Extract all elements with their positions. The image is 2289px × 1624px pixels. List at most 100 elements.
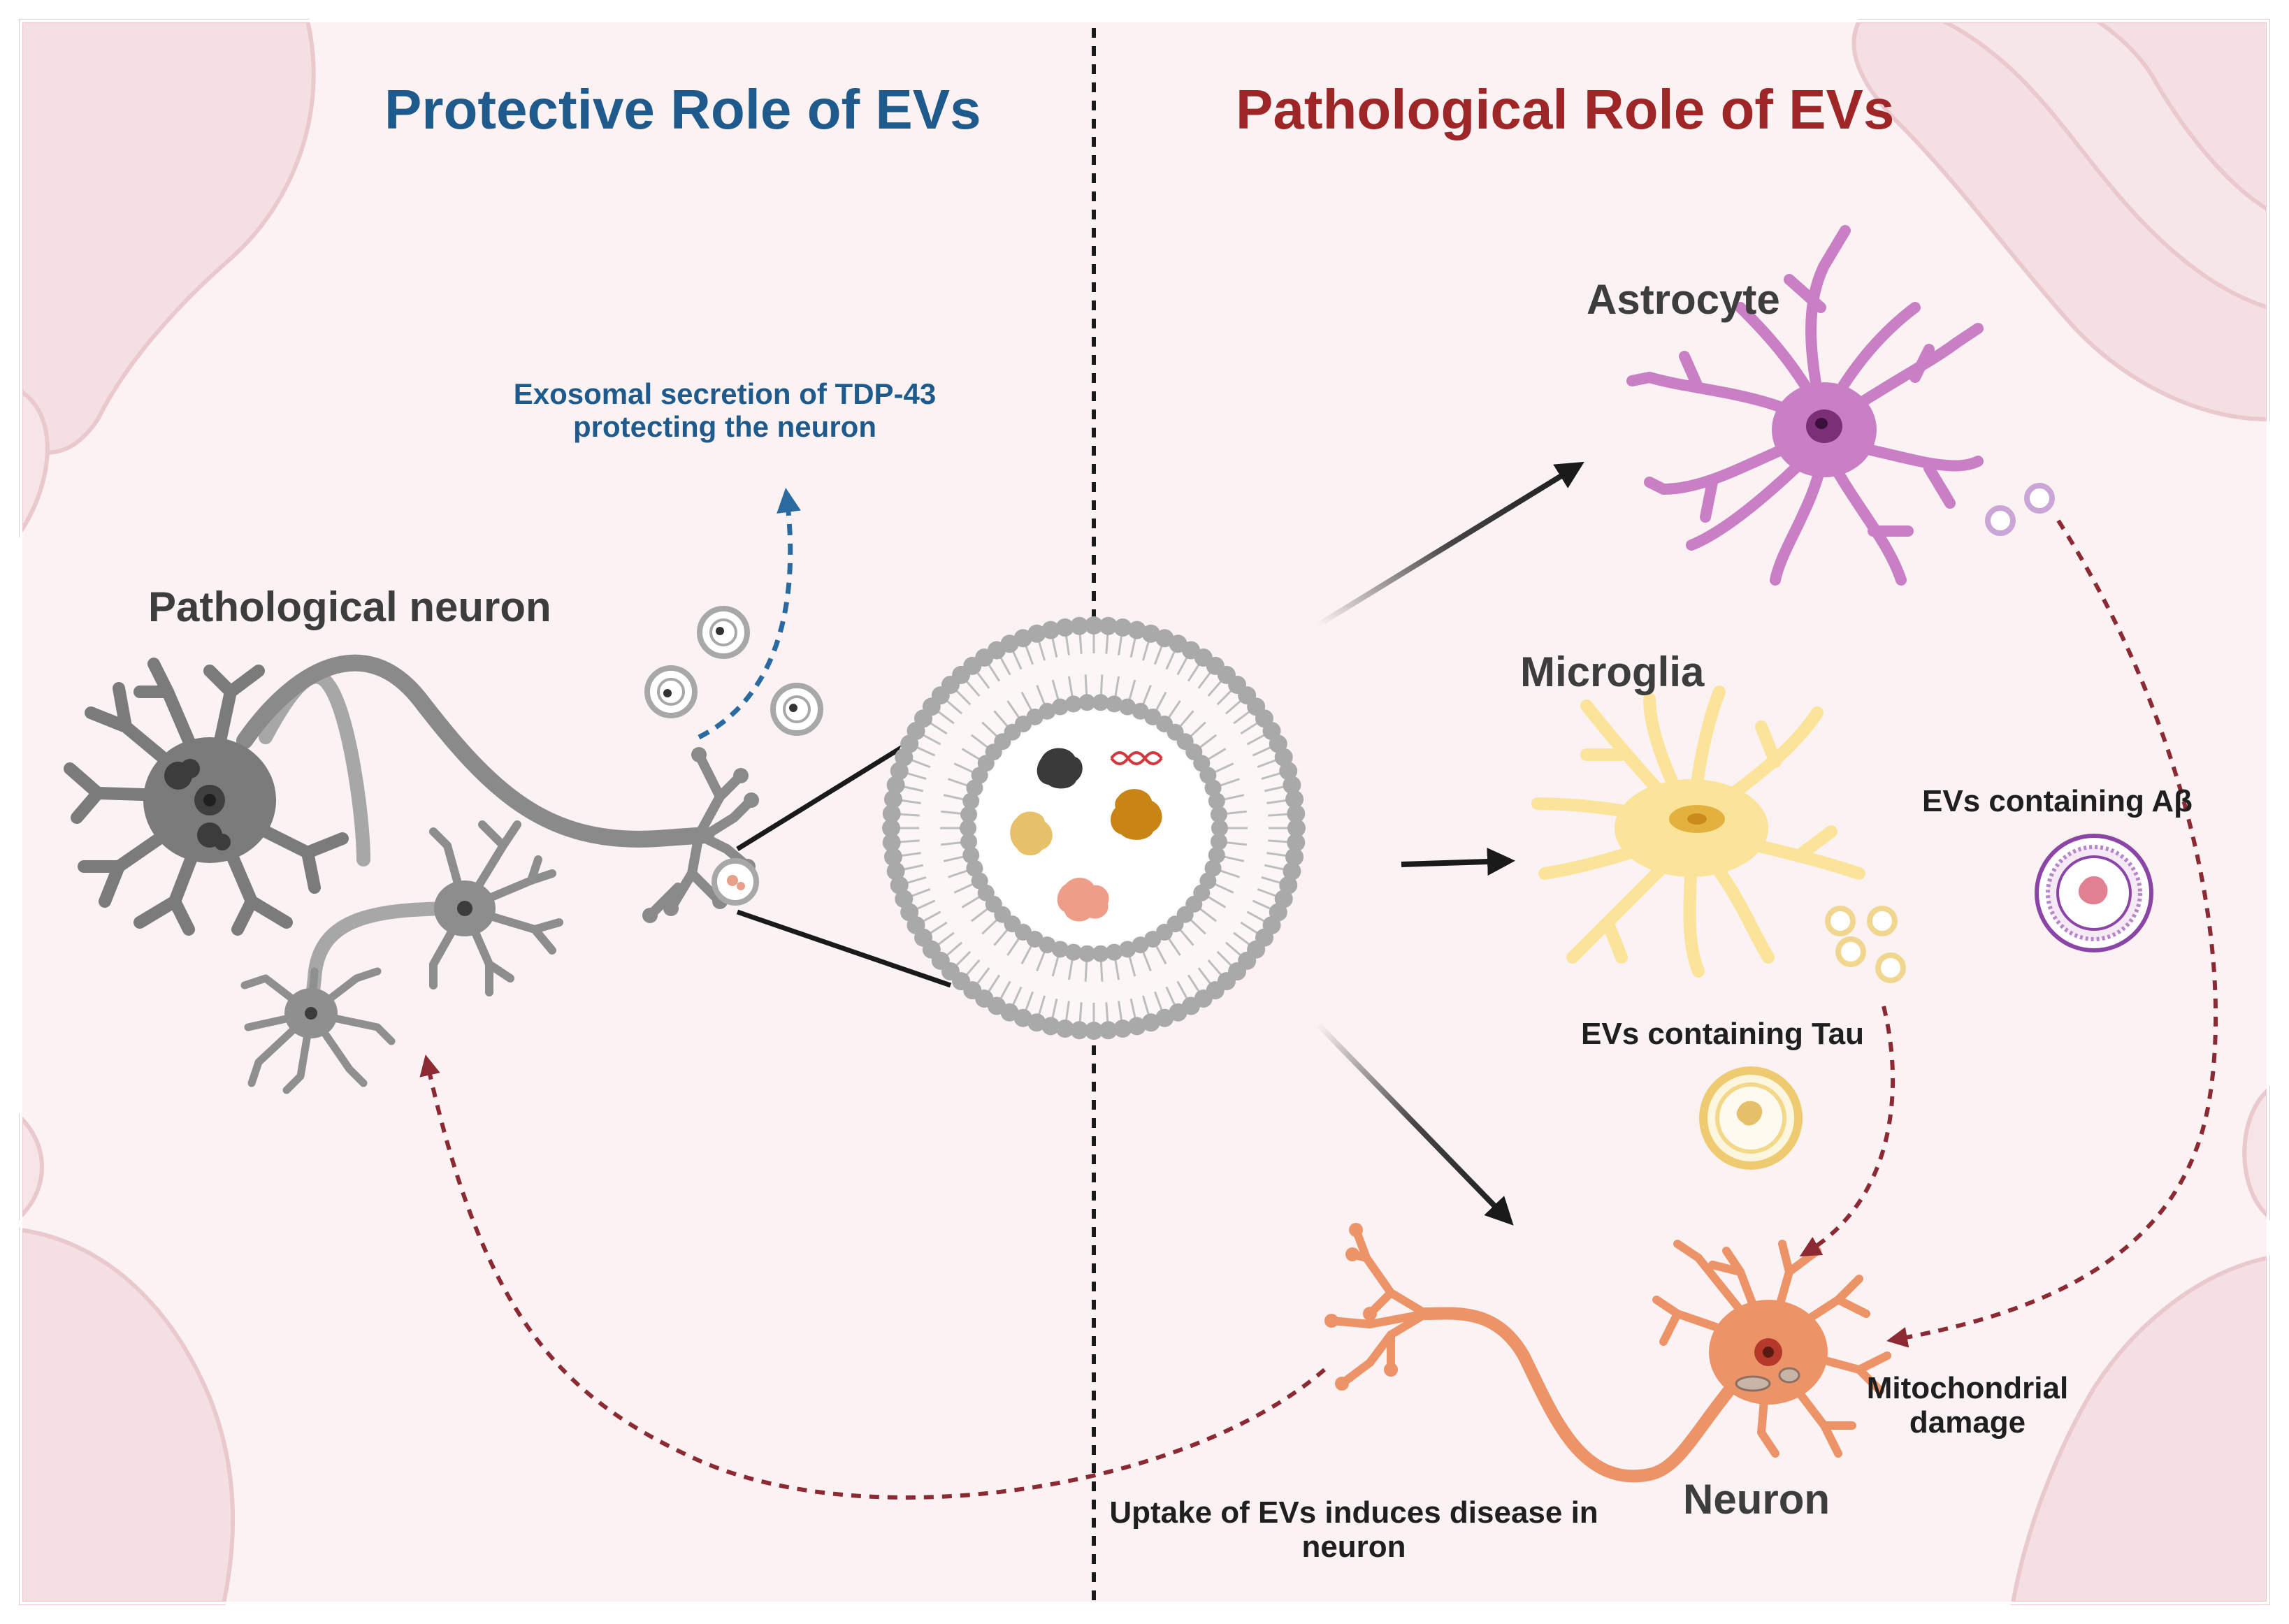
lipid-head (1287, 819, 1306, 837)
lipid-head (1013, 629, 1032, 648)
lipid-head (1204, 779, 1222, 797)
lipid-head (1092, 694, 1109, 711)
lipid-head (1210, 833, 1227, 850)
arrow-to-neuron (1315, 1022, 1514, 1226)
arrow-to-astrocyte (1315, 461, 1584, 628)
lipid-head (1119, 698, 1136, 716)
mito-line-1: Mitochondrial (1866, 1371, 2069, 1405)
lipid-head (882, 833, 901, 852)
abeta-uptake-arrow (1886, 519, 2218, 1348)
lipid-head (1078, 694, 1096, 711)
pathological-neuron-graphic (64, 654, 759, 1094)
lipid-head (1051, 941, 1069, 958)
lipid-head (1283, 862, 1301, 880)
zoom-line-top (736, 728, 931, 851)
lipid-head (971, 872, 988, 890)
lipid-head (1106, 943, 1123, 961)
lipid-head (1070, 616, 1089, 635)
lipid-head (1099, 1021, 1118, 1040)
uptake-label: Uptake of EVs induces disease in neuron (1109, 1495, 1598, 1565)
tissue-decoration (19, 19, 2270, 1605)
lipid-head (1113, 618, 1132, 637)
lipid-head (882, 819, 900, 837)
lipid-head (1127, 621, 1146, 639)
microglia-label: Microglia (1520, 648, 1705, 695)
lipid-head (1085, 1022, 1103, 1040)
lipid-head (966, 860, 983, 877)
lipid-head (882, 804, 901, 823)
lipid-head (1199, 767, 1217, 784)
lipid-head (1055, 1020, 1074, 1038)
lipid-head (1064, 695, 1082, 713)
abeta-ev (2035, 834, 2153, 952)
uptake-line-1: Uptake of EVs induces disease in (1109, 1495, 1598, 1530)
mitochondrial-damage-label: Mitochondrial damage (1867, 1371, 2068, 1440)
pathological-neuron-label: Pathological neuron (148, 583, 551, 630)
arrow-to-microglia (1401, 848, 1515, 876)
lipid-head (1287, 833, 1306, 852)
lipid-head (1211, 820, 1228, 836)
lipid-head (1285, 848, 1304, 867)
lipid-head (1283, 776, 1301, 795)
lipid-head (886, 862, 905, 880)
lipid-head (1274, 748, 1293, 767)
lipid-head (960, 833, 978, 850)
lipid-head (1204, 860, 1222, 877)
zoom-line-bottom (736, 909, 952, 988)
lipid-head (886, 776, 905, 795)
exosome-secretion-arrow (698, 488, 801, 740)
lipid-head (1027, 624, 1046, 643)
evs-abeta-label: EVs containing Aβ (1922, 784, 2193, 818)
lipid-head (1085, 616, 1103, 635)
lipid-head (1155, 1008, 1174, 1027)
lipid-head (1041, 1017, 1060, 1036)
neuron-graphic (1324, 1223, 1891, 1483)
astrocyte-evs (1985, 483, 2055, 536)
lipid-head (1119, 941, 1136, 958)
exosomal-line-2: protecting the neuron (572, 410, 876, 444)
uptake-line-2: neuron (1301, 1530, 1406, 1565)
protective-title: Protective Role of EVs (384, 78, 981, 140)
microglia-graphic (1531, 686, 1865, 978)
lipid-head (1064, 943, 1082, 961)
lipid-head (960, 820, 976, 836)
lipid-head (1287, 804, 1306, 823)
lipid-head (1127, 1017, 1146, 1036)
lipid-head (1279, 876, 1298, 894)
lipid-head (962, 846, 980, 864)
lipid-head (1070, 1021, 1089, 1040)
lipid-head (1210, 806, 1227, 823)
lipid-head (1027, 1013, 1046, 1032)
extracellular-vesicle (882, 616, 1306, 1040)
pathological-title: Pathological Role of EVs (1236, 78, 1895, 140)
microglia-evs (1825, 906, 1906, 983)
lipid-head (1208, 792, 1225, 810)
lipid-head (883, 790, 902, 809)
lipid-head (883, 848, 902, 867)
lipid-head (1039, 702, 1056, 720)
lipid-head (960, 806, 978, 823)
lipid-head (1285, 790, 1304, 809)
evs-tau-label: EVs containing Tau (1581, 1017, 1865, 1051)
lipid-head (1106, 695, 1123, 713)
exosomal-line-1: Exosomal secretion of TDP-43 (513, 377, 937, 410)
astrocyte-label: Astrocyte (1587, 276, 1780, 323)
mito-line-2: damage (1909, 1405, 2026, 1440)
lipid-head (890, 762, 909, 781)
lipid-head (1208, 846, 1225, 864)
lipid-head (1099, 616, 1118, 635)
lipid-head (1132, 936, 1149, 954)
tau-ev (1699, 1066, 1803, 1170)
lipid-head (1279, 762, 1298, 781)
lipid-head (1041, 621, 1060, 639)
lipid-head (1078, 945, 1096, 962)
lipid-head (1141, 1013, 1160, 1032)
lipid-head (1055, 618, 1074, 637)
disease-propagation-arrow (419, 1054, 1326, 1500)
lipid-head (1051, 698, 1069, 716)
lipid-head (1141, 624, 1160, 643)
lipid-head (1113, 1020, 1132, 1038)
ev-cargo (1010, 748, 1163, 922)
astrocyte-graphic (1626, 225, 1984, 586)
